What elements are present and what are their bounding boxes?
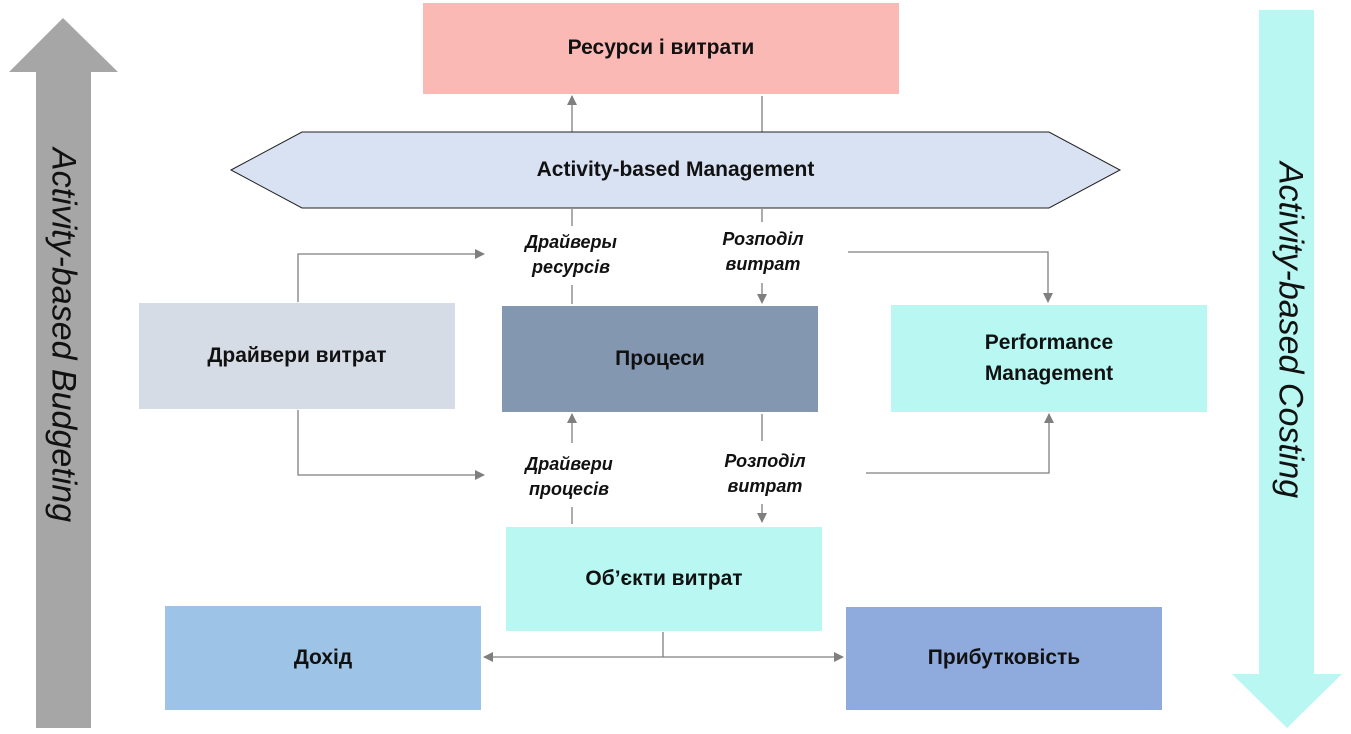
- cost-drivers-label: Драйвери витрат: [207, 343, 387, 367]
- connector-to-performance-top: [848, 251, 1053, 303]
- profitability-box: Прибутковість: [846, 607, 1162, 710]
- abm-hexagon: [229, 131, 1122, 209]
- cost-allocation-bottom-label: Розподіл витрат: [724, 451, 806, 497]
- connector-to-performance-bottom: [866, 413, 1054, 474]
- connector-cost-drivers-down: [297, 410, 485, 480]
- connector-cost-drivers-up: [297, 249, 485, 302]
- resource-drivers-label: Драйверы ресурсів: [525, 232, 617, 278]
- performance-box: Performance Management: [891, 305, 1207, 412]
- income-label: Дохід: [293, 645, 353, 669]
- resources-label: Ресурси і витрати: [567, 36, 755, 60]
- resources-box: Ресурси і витрати: [423, 3, 899, 94]
- processes-label: Процеси: [615, 346, 705, 370]
- process-drivers-label: Драйвери процесів: [525, 454, 613, 500]
- performance-label: Performance Management: [984, 331, 1114, 385]
- cost-allocation-top-label: Розподіл витрат: [722, 229, 804, 275]
- processes-box: Процеси: [502, 306, 818, 412]
- cost-objects-label: Об’єкти витрат: [585, 566, 743, 590]
- income-box: Дохід: [165, 606, 481, 710]
- cost-objects-box: Об’єкти витрат: [506, 527, 822, 631]
- cost-drivers-box: Драйвери витрат: [139, 303, 455, 409]
- abm-label: Activity-based Management: [536, 157, 815, 181]
- profitability-label: Прибутковість: [927, 646, 1081, 670]
